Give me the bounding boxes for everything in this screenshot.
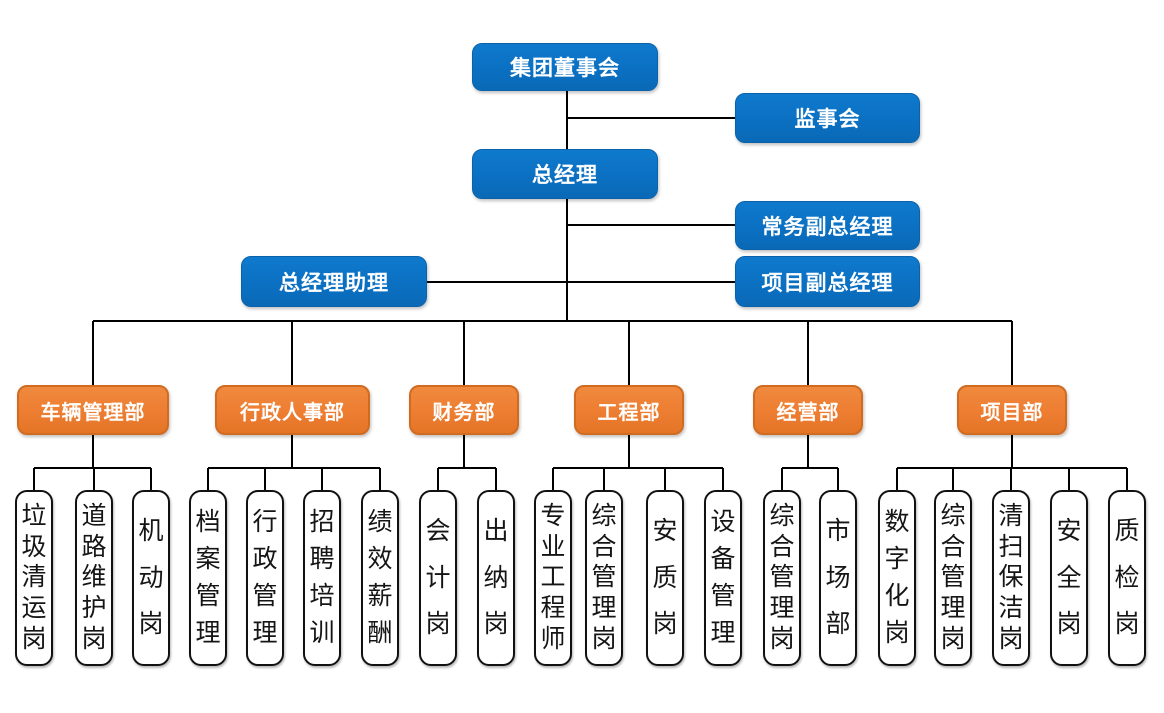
position-node: 市场部 (819, 490, 857, 666)
position-node: 数字化岗 (878, 490, 916, 666)
position-label: 质检岗 (1114, 518, 1140, 638)
connector-top-hierarchy (427, 91, 735, 321)
position-label: 综合管理岗 (769, 502, 795, 654)
position-label: 安全岗 (1056, 518, 1082, 638)
connector-adminhr-children (207, 435, 381, 490)
position-node: 招聘培训 (303, 490, 341, 666)
position-label: 安质岗 (652, 518, 678, 638)
connector-department-bus (92, 320, 1013, 385)
connector-finance-children (437, 435, 497, 490)
dept-label: 车辆管理部 (40, 401, 146, 424)
position-label: 综合管理岗 (591, 502, 617, 654)
dept-node-operations: 经营部 (753, 385, 863, 435)
node-supervisory-board: 监事会 (735, 93, 920, 143)
node-general-manager: 总经理 (472, 149, 658, 199)
dept-node-vehicle-management: 车辆管理部 (17, 385, 169, 435)
position-label: 数字化岗 (884, 509, 910, 647)
connector-project-children (896, 435, 1128, 490)
connector-vehicle-children (33, 435, 152, 490)
position-node: 专业工程师 (534, 490, 572, 666)
position-node: 综合管理岗 (763, 490, 801, 666)
position-label: 市场部 (825, 518, 851, 638)
position-label: 垃圾清运岗 (21, 502, 47, 654)
position-node: 出纳岗 (477, 490, 515, 666)
dept-label: 财务部 (432, 401, 496, 424)
position-label: 招聘培训 (309, 509, 335, 647)
position-node: 设备管理 (704, 490, 742, 666)
position-label: 行政管理 (252, 509, 278, 647)
position-node: 档案管理 (189, 490, 227, 666)
dept-node-finance: 财务部 (409, 385, 519, 435)
position-node: 行政管理 (246, 490, 284, 666)
node-board-label: 集团董事会 (510, 57, 620, 80)
dept-node-admin-hr: 行政人事部 (215, 385, 370, 435)
node-gm-assistant-label: 总经理助理 (279, 271, 389, 295)
position-label: 专业工程师 (540, 502, 566, 654)
position-label: 设备管理 (710, 509, 736, 647)
dept-label: 项目部 (980, 401, 1044, 424)
dept-node-engineering: 工程部 (574, 385, 684, 435)
dept-label: 经营部 (776, 401, 840, 424)
dept-label: 行政人事部 (240, 401, 345, 424)
position-node: 综合管理岗 (585, 490, 623, 666)
node-general-manager-label: 总经理 (532, 164, 598, 187)
position-node: 道路维护岗 (75, 490, 113, 666)
dept-node-project: 项目部 (957, 385, 1067, 435)
node-gm-assistant: 总经理助理 (241, 256, 427, 307)
position-label: 综合管理岗 (940, 502, 966, 654)
node-board: 集团董事会 (472, 43, 658, 91)
position-node: 会计岗 (419, 490, 457, 666)
position-node: 安质岗 (646, 490, 684, 666)
node-project-deputy-gm: 项目副总经理 (735, 256, 920, 307)
position-node: 垃圾清运岗 (15, 490, 53, 666)
position-label: 出纳岗 (483, 518, 509, 638)
dept-label: 工程部 (597, 401, 661, 424)
position-label: 会计岗 (425, 518, 451, 638)
node-executive-deputy-gm-label: 常务副总经理 (761, 215, 894, 239)
position-node: 安全岗 (1050, 490, 1088, 666)
position-node: 清扫保洁岗 (992, 490, 1030, 666)
position-label: 清扫保洁岗 (998, 502, 1024, 654)
position-node: 质检岗 (1108, 490, 1146, 666)
node-project-deputy-gm-label: 项目副总经理 (761, 271, 894, 295)
position-node: 综合管理岗 (934, 490, 972, 666)
position-label: 档案管理 (195, 509, 221, 647)
position-label: 机动岗 (138, 518, 164, 638)
position-node: 机动岗 (132, 490, 170, 666)
connector-operations-children (781, 435, 839, 490)
connector-engineering-children (552, 435, 724, 490)
position-node: 绩效薪酬 (361, 490, 399, 666)
position-label: 绩效薪酬 (367, 509, 393, 647)
node-supervisory-board-label: 监事会 (794, 108, 861, 131)
node-executive-deputy-gm: 常务副总经理 (735, 201, 920, 250)
position-label: 道路维护岗 (81, 502, 107, 654)
